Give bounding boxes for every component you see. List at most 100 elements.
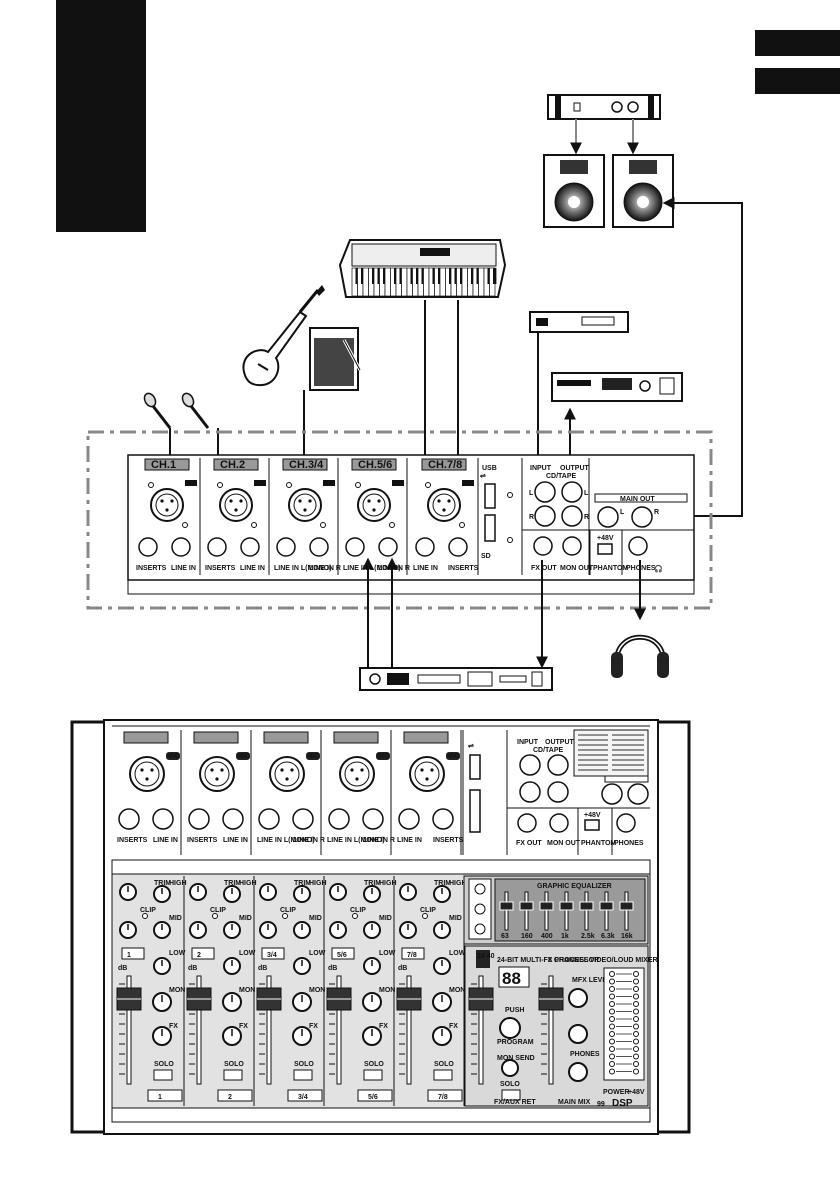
eq-preset-button[interactable] [474, 903, 486, 915]
front-left-jack[interactable] [258, 808, 280, 830]
front-phantom-switch[interactable] [584, 819, 600, 831]
left-quarter-inch-jack[interactable] [207, 537, 227, 557]
mon-label: MON [309, 987, 325, 994]
right-quarter-inch-jack[interactable] [240, 537, 260, 557]
rca-output-r[interactable] [561, 505, 583, 527]
mfx-level-knob[interactable] [568, 988, 588, 1008]
solo-button[interactable] [153, 1069, 173, 1081]
rca-input-l[interactable] [534, 481, 556, 503]
phones-jack[interactable] [628, 536, 648, 556]
dsp-logo: DSP [612, 1098, 633, 1109]
tape-deck [529, 311, 629, 333]
solo-button[interactable] [223, 1069, 243, 1081]
front-phones-jack[interactable] [616, 813, 636, 833]
mid-label: MID [169, 915, 182, 922]
left-jack-label: INSERTS [136, 565, 167, 572]
front-left-jack[interactable] [188, 808, 210, 830]
front-usb-port[interactable] [469, 754, 481, 780]
left-quarter-inch-jack[interactable] [276, 537, 296, 557]
eq-slider-400[interactable] [539, 901, 554, 911]
sd-label: SD [481, 553, 491, 560]
solo-button[interactable] [363, 1069, 383, 1081]
mic-badge-label: MIC [237, 753, 250, 760]
trim-label: TRIM [224, 880, 241, 887]
dsp-solo-button[interactable] [501, 1089, 521, 1101]
main-out-l-jack[interactable] [597, 506, 619, 528]
front-right-jack[interactable] [152, 808, 174, 830]
fx-label: FX [449, 1023, 458, 1030]
db-label: dB [398, 965, 407, 972]
usb-port[interactable] [484, 483, 496, 509]
front-main-out-r-jack[interactable] [627, 783, 649, 805]
eq-band-label: 1k [561, 933, 569, 940]
right-jack-label: LINE IN R [309, 565, 341, 572]
right-quarter-inch-jack[interactable] [309, 537, 329, 557]
front-right-jack[interactable] [222, 808, 244, 830]
front-right-jack[interactable] [432, 808, 454, 830]
mon-out-jack[interactable] [562, 536, 582, 556]
eq-slider-6.3k[interactable] [599, 901, 614, 911]
trim-label: TRIM [364, 880, 381, 887]
right-quarter-inch-jack[interactable] [448, 537, 468, 557]
front-right-jack[interactable] [362, 808, 384, 830]
rear-main-out: MAIN OUT L R [594, 493, 688, 528]
rca-r-label-out: R [584, 514, 589, 521]
channel-number-box: 1 [127, 952, 131, 959]
mic-badge-label: MIC [307, 753, 320, 760]
solo-button[interactable] [433, 1069, 453, 1081]
front-cd-tape-label: CD/TAPE [533, 747, 564, 754]
rca-output-l[interactable] [561, 481, 583, 503]
main-out-r-jack[interactable] [631, 506, 653, 528]
program-knob[interactable] [499, 1017, 521, 1039]
front-input-label: INPUT [517, 739, 539, 746]
mic-badge-label: MIC [167, 753, 180, 760]
front-mon-out-jack[interactable] [549, 813, 569, 833]
front-rca-input-l[interactable] [519, 754, 541, 776]
right-quarter-inch-jack[interactable] [171, 537, 191, 557]
front-left-jack[interactable] [118, 808, 140, 830]
front-left-jack[interactable] [398, 808, 420, 830]
left-jack-label: LINE IN L(MONO) [274, 565, 332, 572]
eq-preset-button[interactable] [474, 923, 486, 935]
phones-level-knob[interactable] [568, 1062, 588, 1082]
left-quarter-inch-jack[interactable] [138, 537, 158, 557]
solo-button[interactable] [293, 1069, 313, 1081]
left-quarter-inch-jack[interactable] [415, 537, 435, 557]
fx-out-jack[interactable] [533, 536, 553, 556]
eq-slider-16k[interactable] [619, 901, 634, 911]
main-mix-fader-strip [538, 975, 564, 1085]
dsp-section: 24 40 24-BIT MULTI-FX PROCESSOR 8 CHANNE… [464, 945, 658, 1109]
mon-send-knob[interactable] [501, 1059, 519, 1077]
mon-label: MON [379, 987, 395, 994]
solo-label: SOLO [224, 1061, 244, 1068]
graphic-eq-title: GRAPHIC EQUALIZER [537, 883, 612, 890]
eq-slider-63[interactable] [499, 901, 514, 911]
eq-slider-2.5k[interactable] [579, 901, 594, 911]
rca-input-r[interactable] [534, 505, 556, 527]
front-fx-out-jack[interactable] [517, 813, 537, 833]
eq-preset-button[interactable] [474, 883, 486, 895]
front-right-jack[interactable] [292, 808, 314, 830]
sd-slot[interactable] [484, 514, 496, 542]
usb-label: USB [482, 465, 497, 472]
phantom-switch[interactable] [597, 543, 613, 555]
fx-processor-rack [359, 667, 553, 691]
eq-slider-160[interactable] [519, 901, 534, 911]
main-mix-knob[interactable] [568, 1024, 588, 1044]
front-rca-output-r[interactable] [547, 781, 569, 803]
mic-badge [254, 480, 266, 486]
right-quarter-inch-jack[interactable] [378, 537, 398, 557]
low-label: LOW [239, 950, 256, 957]
front-sd-slot[interactable] [469, 789, 481, 833]
front-rca-output-l[interactable] [547, 754, 569, 776]
front-left-jack[interactable] [328, 808, 350, 830]
front-main-out-l-jack[interactable] [601, 783, 623, 805]
fx-display [498, 966, 530, 988]
front-rca-input-r[interactable] [519, 781, 541, 803]
eq-slider-1k[interactable] [559, 901, 574, 911]
left-quarter-inch-jack[interactable] [345, 537, 365, 557]
high-label: HIGH [449, 880, 467, 887]
